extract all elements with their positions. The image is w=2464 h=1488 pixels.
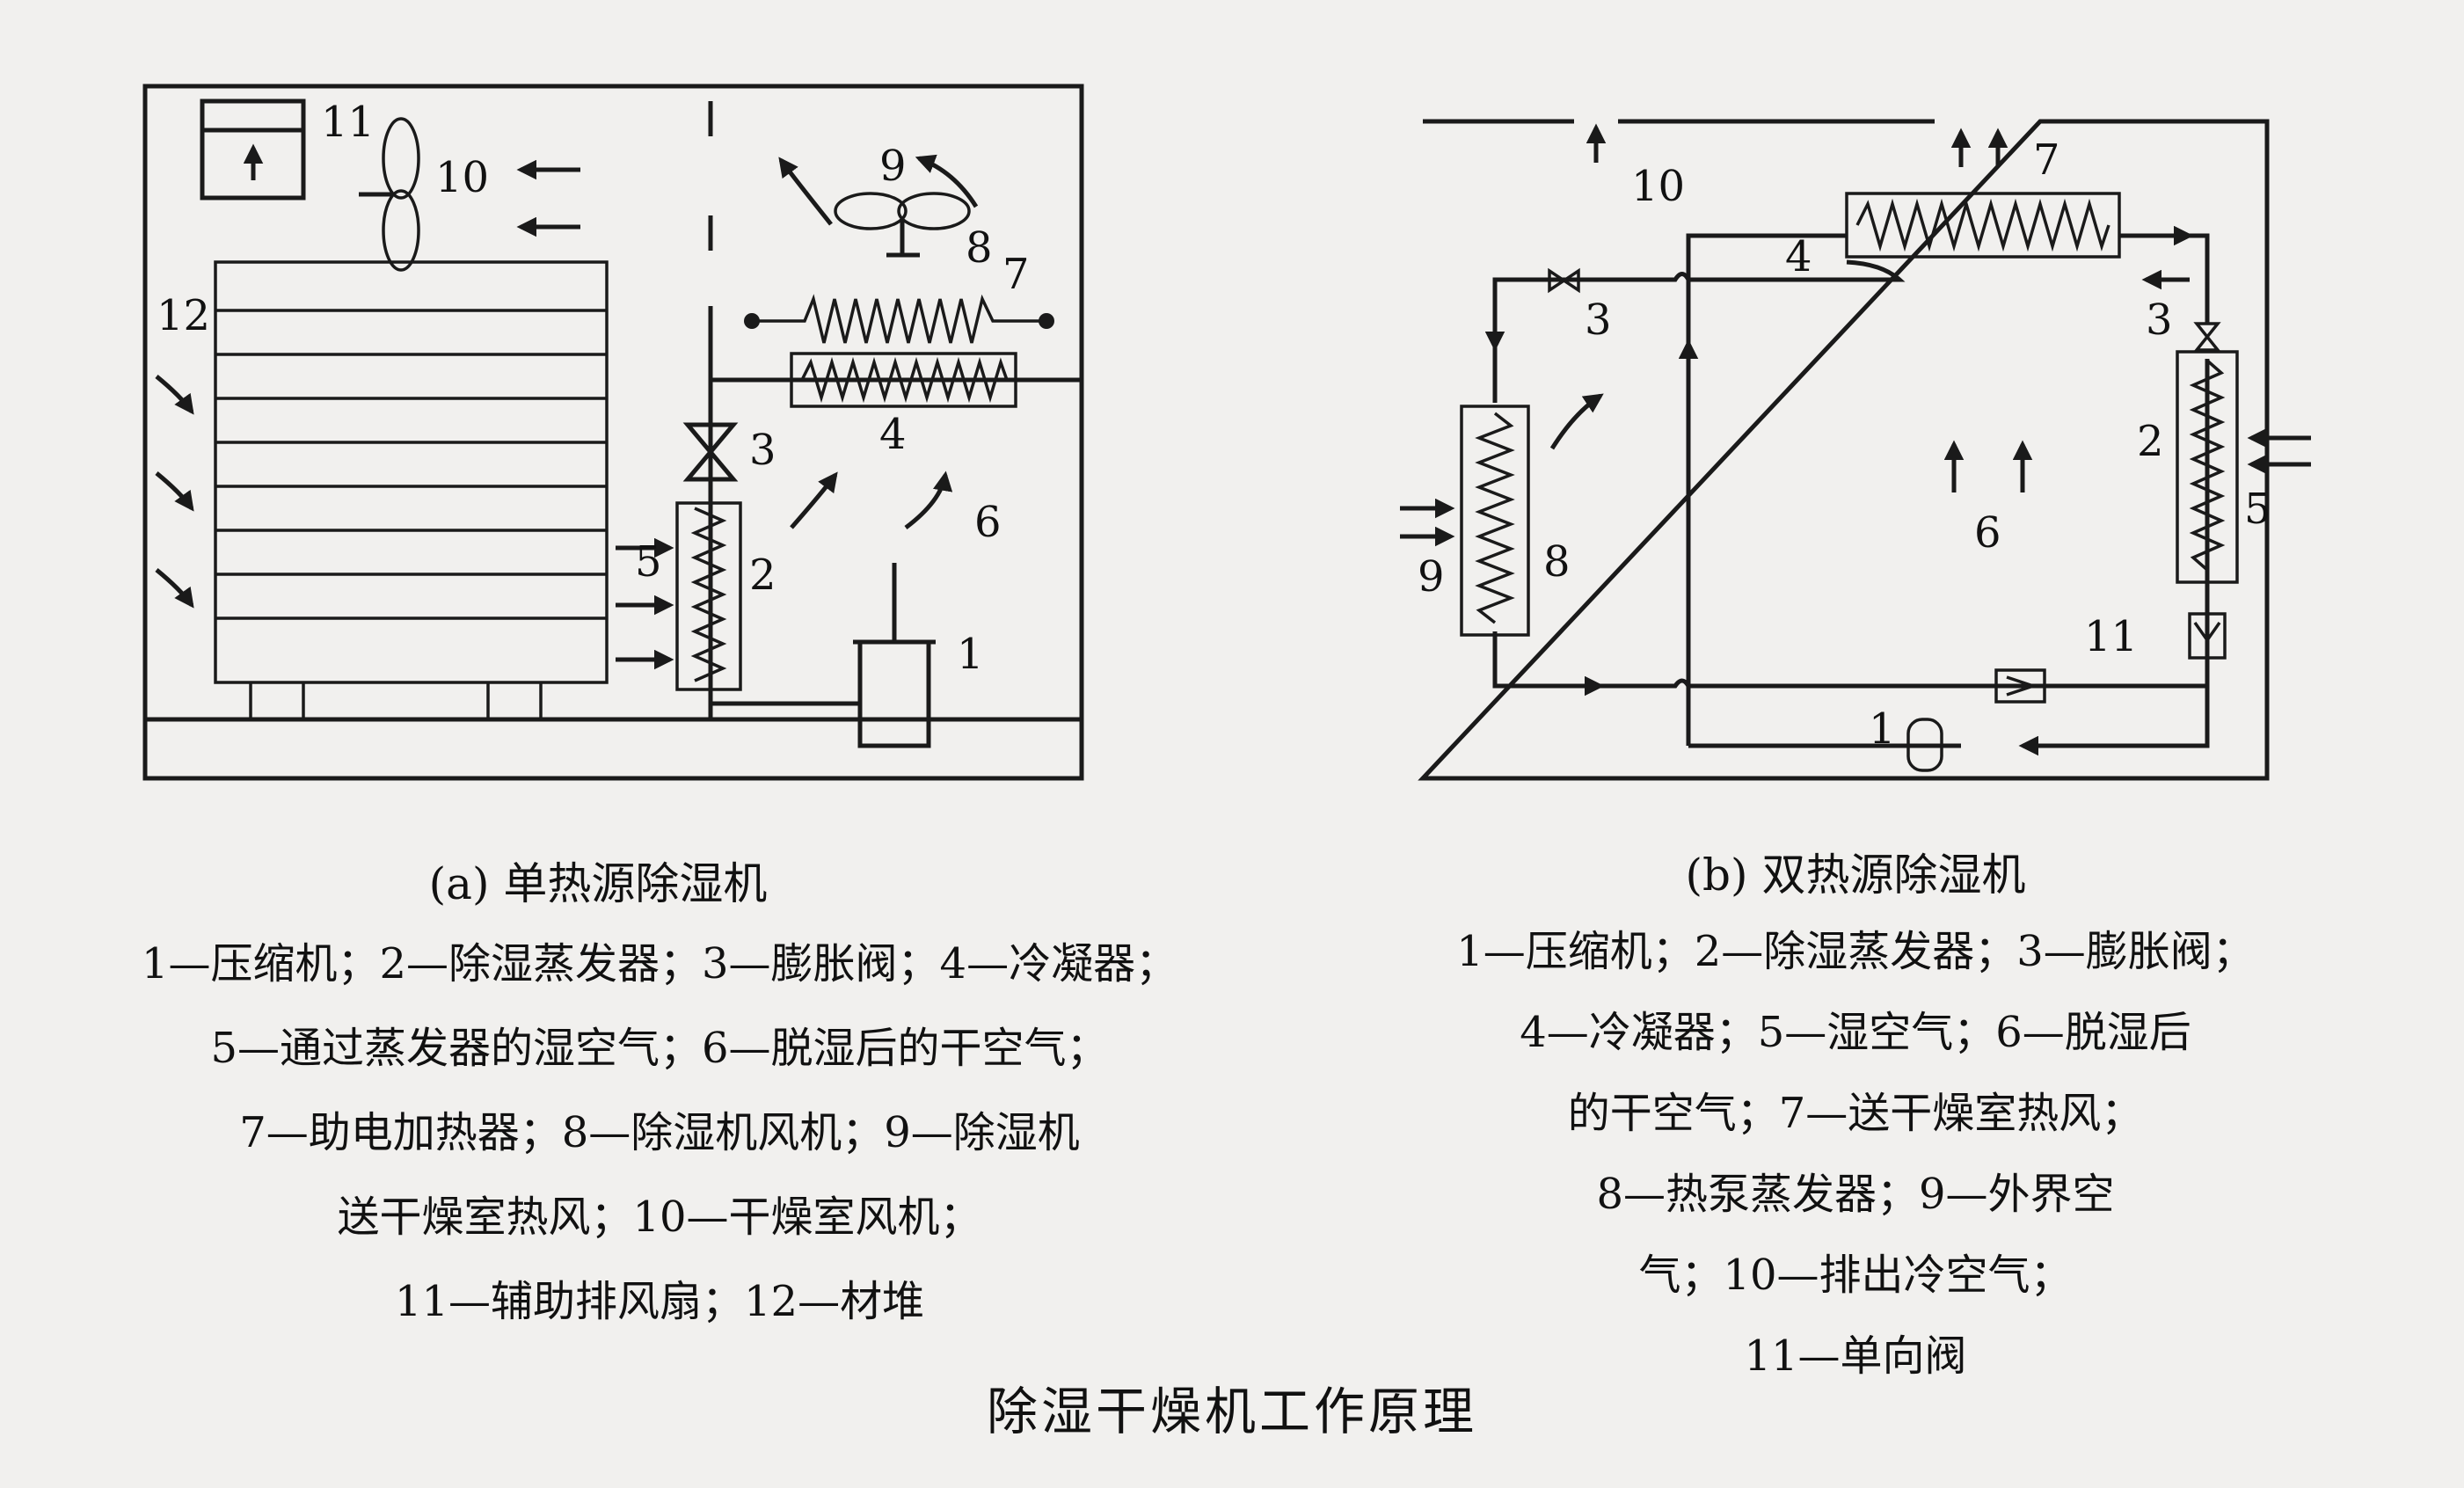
label-b-8: 8 — [1543, 537, 1571, 587]
lumber-stack-a — [214, 260, 609, 719]
check-valve-b-bottom — [1994, 668, 2046, 704]
label-b-4: 4 — [1785, 232, 1812, 281]
aux-exhaust-fan-a — [200, 98, 306, 201]
legend-b-line: 的干空气；7—送干燥室热风； — [1567, 1089, 2144, 1138]
label-a-4: 4 — [879, 410, 907, 459]
evaporator-b-2 — [2176, 350, 2239, 584]
legend-a-line: 11—辅助排风扇；12—材堆 — [394, 1277, 925, 1326]
figure-title: 除湿干燥机工作原理 — [986, 1382, 1477, 1441]
legend-b-line: 1—压缩机；2—除湿蒸发器；3—膨胀阀； — [1456, 927, 2255, 976]
label-b-1: 1 — [1869, 704, 1896, 754]
label-a-7: 7 — [1002, 250, 1030, 299]
label-a-10: 10 — [435, 153, 489, 202]
refrigerant-lines-b — [1492, 233, 2210, 748]
caption-a: (a) 单热源除湿机 — [428, 858, 768, 909]
legend-a-line: 1—压缩机；2—除湿蒸发器；3—膨胀阀；4—冷凝器； — [141, 939, 1178, 988]
compressor-b — [1906, 718, 1943, 772]
condenser-b — [1845, 192, 2121, 259]
label-a-11: 11 — [321, 98, 375, 147]
legend-a-line: 送干燥室热风；10—干燥室风机； — [337, 1193, 982, 1242]
legend-b-line: 8—热泵蒸发器；9—外界空 — [1596, 1170, 2115, 1219]
diagram-b: 1 2 3 3 4 5 6 7 8 9 10 11 — [1400, 119, 2311, 781]
label-b-3-right: 3 — [2146, 295, 2173, 345]
electric-heater-a — [744, 294, 1054, 344]
expansion-valve-b-left — [1548, 267, 1580, 294]
label-a-5: 5 — [635, 537, 662, 587]
legend-a-line: 7—助电加热器；8—除湿机风机；9—除湿机 — [239, 1108, 1080, 1157]
evaporator-a — [675, 501, 742, 691]
legend-b-line: 气；10—排出冷空气； — [1638, 1251, 2073, 1300]
label-b-9: 9 — [1418, 552, 1445, 602]
expansion-valve-b-right — [2193, 322, 2221, 352]
refrigerant-lines-a — [708, 377, 1082, 719]
diagram-a: 1 2 3 4 5 6 7 8 9 10 11 12 — [142, 84, 1084, 781]
compressor-a — [853, 563, 936, 748]
airflow-arrows-b — [1400, 123, 2311, 547]
legend-b-line: 4—冷凝器；5—湿空气；6—脱湿后 — [1520, 1008, 2191, 1057]
loop-arrows-b — [1484, 225, 2194, 756]
label-b-11: 11 — [2084, 612, 2138, 661]
drying-room-fan-a — [359, 117, 420, 272]
label-a-3: 3 — [749, 426, 776, 475]
label-a-12: 12 — [157, 291, 210, 340]
label-b-5: 5 — [2244, 485, 2271, 534]
airflow-arrows-a — [155, 154, 979, 670]
label-b-3-left: 3 — [1585, 295, 1612, 345]
housing-b — [1418, 119, 2270, 781]
expansion-valve-a — [682, 422, 739, 482]
condenser-a — [790, 352, 1017, 408]
housing-a — [142, 84, 1084, 781]
label-a-6: 6 — [974, 498, 1002, 547]
label-a-8: 8 — [966, 223, 993, 273]
legend-a-line: 5—通过蒸发器的湿空气；6—脱湿后的干空气； — [210, 1024, 1109, 1073]
caption-b: (b) 双热源除湿机 — [1685, 850, 2026, 901]
label-b-7: 7 — [2033, 135, 2060, 185]
label-b-6: 6 — [1974, 508, 2001, 558]
label-a-9: 9 — [879, 142, 907, 191]
legend-b-line: 11—单向阀 — [1744, 1331, 1967, 1381]
label-a-2: 2 — [749, 551, 776, 600]
check-valve-b — [2188, 612, 2227, 660]
dehumidifier-fan-a — [834, 192, 971, 258]
legend-b: 1—压缩机；2—除湿蒸发器；3—膨胀阀； 4—冷凝器；5—湿空气；6—脱湿后 的… — [1372, 911, 2339, 1397]
heatpump-evaporator-b — [1460, 405, 1530, 637]
label-a-1: 1 — [957, 630, 984, 679]
legend-a: 1—压缩机；2—除湿蒸发器；3—膨胀阀；4—冷凝器； 5—通过蒸发器的湿空气；6… — [53, 922, 1266, 1344]
label-b-10: 10 — [1631, 162, 1685, 211]
label-b-2: 2 — [2137, 417, 2164, 466]
